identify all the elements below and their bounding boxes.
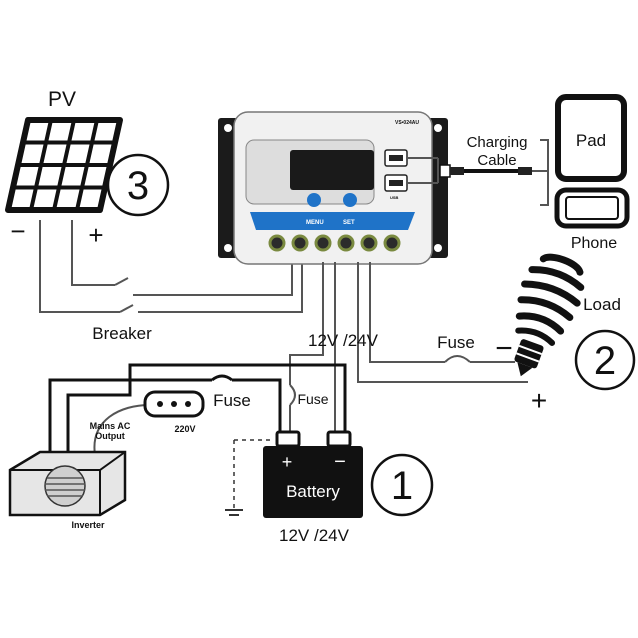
mains-ac-label-1: Mains AC: [90, 421, 131, 431]
pad-label: Pad: [576, 131, 606, 150]
inverter-wires: [48, 363, 347, 516]
pv-label: PV: [48, 88, 76, 111]
solar-panel-icon: [5, 117, 123, 213]
battery-plus-label: +: [282, 452, 293, 472]
svg-text:1: 1: [391, 464, 413, 508]
charging-cable-label-2: Cable: [477, 152, 516, 169]
load-label: Load: [583, 295, 621, 314]
pv-wires: [39, 220, 303, 313]
outlet-icon: [143, 390, 205, 418]
inverter-icon: [8, 450, 127, 517]
mains-ac-label-2: Output: [95, 431, 125, 441]
charging-cable-label-1: Charging: [467, 134, 528, 151]
controller-model-label: VS•024AU: [395, 120, 419, 126]
controller-usb-label: USB: [390, 195, 399, 200]
charge-controller-icon: [218, 111, 448, 265]
tablet-icon: [555, 94, 627, 182]
pv-minus-label: −: [10, 216, 25, 246]
svg-text:2: 2: [594, 339, 616, 383]
phone-icon: [554, 187, 630, 229]
fuse-left-label: Fuse: [213, 391, 251, 410]
voltage-bottom-label: 12V /24V: [279, 526, 350, 545]
fuse-load-label: Fuse: [437, 333, 475, 352]
breaker-label: Breaker: [92, 324, 152, 343]
load-plus-label: +: [531, 385, 547, 416]
controller-set-label: SET: [343, 220, 355, 226]
battery-wires: [289, 262, 336, 432]
load-wires: [357, 262, 528, 383]
load-number-badge: 2: [574, 329, 636, 391]
battery-number-badge: 1: [370, 453, 434, 517]
inverter-label: Inverter: [71, 520, 105, 530]
load-minus-label: −: [495, 332, 513, 365]
pv-number-badge: 3: [106, 153, 170, 217]
voltage-top-label: 12V /24V: [308, 331, 379, 350]
svg-text:3: 3: [127, 164, 149, 208]
usb-cable: [408, 139, 549, 206]
phone-label: Phone: [571, 235, 617, 252]
light-bulb-icon: [514, 253, 585, 377]
battery-minus-label: −: [334, 451, 346, 473]
controller-menu-label: MENU: [306, 220, 324, 226]
battery-icon: [263, 430, 363, 518]
pv-plus-label: +: [88, 220, 103, 250]
outlet-voltage-label: 220V: [174, 424, 195, 434]
battery-label: Battery: [286, 482, 340, 501]
fuse-mid-label: Fuse: [297, 391, 328, 407]
